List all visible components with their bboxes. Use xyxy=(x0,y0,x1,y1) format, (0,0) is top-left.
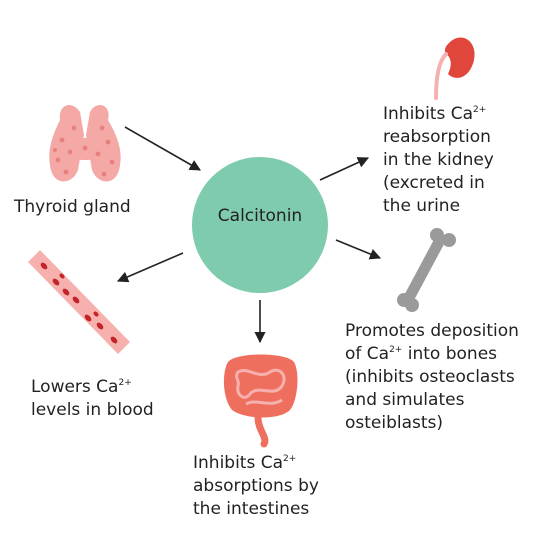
bone-icon xyxy=(397,228,456,312)
kidney-icon xyxy=(434,37,475,100)
kidney-effect-label: Inhibits Ca2+ reabsorption in the kidney… xyxy=(383,104,494,216)
calcitonin-node xyxy=(192,157,328,293)
arrow-calcitonin-to-bone xyxy=(335,239,382,260)
intestine-icon xyxy=(223,354,298,448)
thyroid-gland-label: Thyroid gland xyxy=(14,197,131,217)
arrow-calcitonin-to-kidney xyxy=(319,157,370,181)
arrow-thyroid-to-calcitonin xyxy=(124,126,201,171)
blood-effect-label: Lowers Ca2+ levels in blood xyxy=(31,377,154,420)
intestine-effect-label: Inhibits Ca2+ absorptions by the intesti… xyxy=(193,453,319,519)
arrow-calcitonin-to-blood xyxy=(116,252,184,283)
bone-effect-label: Promotes deposition of Ca2+ into bones (… xyxy=(345,321,519,433)
blood-vessel-icon xyxy=(28,250,130,354)
calcitonin-label: Calcitonin xyxy=(217,206,303,226)
thyroid-gland-icon xyxy=(49,105,121,182)
